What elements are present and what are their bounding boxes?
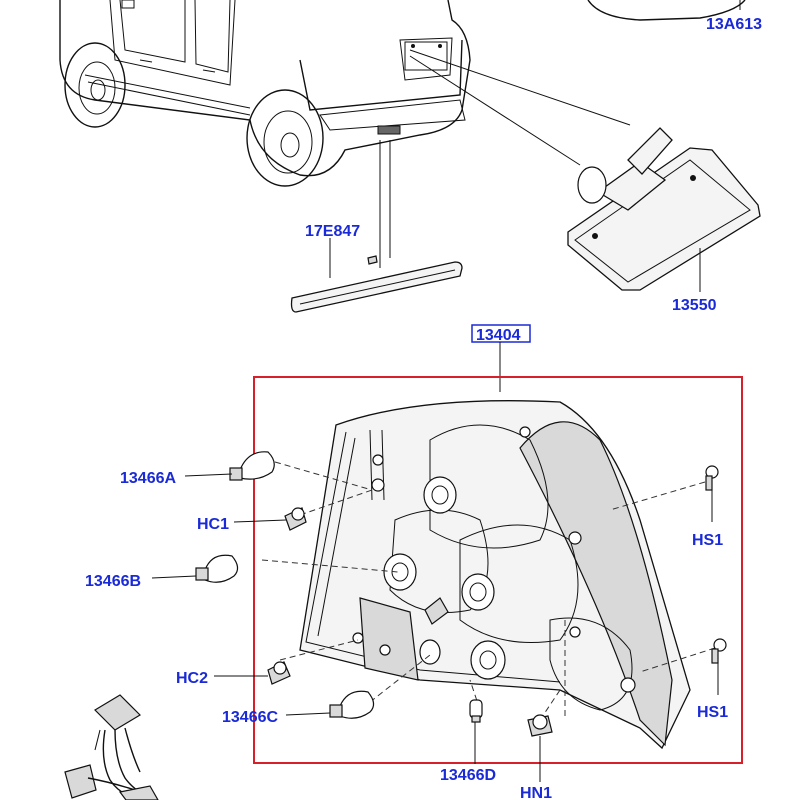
label-HS1-upper[interactable]: HS1 xyxy=(692,532,723,549)
label-HN1[interactable]: HN1 xyxy=(520,785,552,800)
bulb-13466C xyxy=(329,690,375,719)
holder-HN1 xyxy=(527,714,553,737)
wiring-harness xyxy=(64,694,159,800)
label-17E847[interactable]: 17E847 xyxy=(305,223,360,240)
bulb-13466B xyxy=(195,554,239,583)
label-13A613[interactable]: 13A613 xyxy=(706,16,762,33)
label-13404[interactable]: 13404 xyxy=(476,327,521,344)
label-13466A[interactable]: 13466A xyxy=(120,470,176,487)
label-13466C[interactable]: 13466C xyxy=(222,709,278,726)
reflector-17E847 xyxy=(290,255,463,313)
clip-HC2 xyxy=(267,661,291,685)
label-13550[interactable]: 13550 xyxy=(672,297,717,314)
vehicle-illustration xyxy=(59,0,471,187)
label-13466B[interactable]: 13466B xyxy=(85,573,141,590)
clip-HC1 xyxy=(284,507,307,531)
label-HC1[interactable]: HC1 xyxy=(197,516,229,533)
label-13466D[interactable]: 13466D xyxy=(440,767,496,784)
tail-lamp-group-frame xyxy=(253,376,743,764)
screw-HS1-upper xyxy=(705,465,719,491)
label-HS1-lower[interactable]: HS1 xyxy=(697,704,728,721)
bulb-13466A xyxy=(229,451,275,481)
license-plate-lamp-13550 xyxy=(567,127,761,291)
tail-lamp-13404 xyxy=(299,400,691,750)
screw-HS1-lower xyxy=(711,638,727,664)
label-HC2[interactable]: HC2 xyxy=(176,670,208,687)
label-13404-box xyxy=(471,324,531,343)
mirror-fragment-13A613 xyxy=(587,0,746,21)
bulb-13466D xyxy=(469,699,483,723)
